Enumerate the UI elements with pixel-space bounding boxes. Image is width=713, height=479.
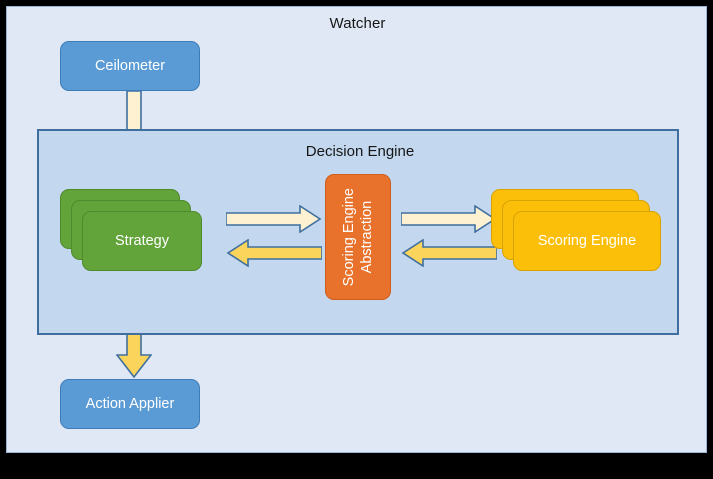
strategy-card-front[interactable] — [82, 211, 202, 271]
node-action-applier-label: Action Applier — [85, 395, 175, 412]
watcher-panel: Watcher Ceilometer Action Applier Decisi… — [6, 6, 707, 453]
node-ceilometer[interactable]: Ceilometer — [60, 41, 200, 91]
node-scoring-engine-abstraction-label: Scoring Engine Abstraction — [340, 187, 375, 287]
arrow-abstraction-to-scoring-engine — [401, 205, 497, 233]
node-ceilometer-label: Ceilometer — [94, 57, 166, 74]
node-scoring-engine-stack[interactable]: Scoring Engine — [491, 189, 661, 274]
node-strategy-label: Strategy — [115, 233, 169, 249]
node-scoring-engine-abstraction[interactable]: Scoring Engine Abstraction — [325, 174, 391, 300]
arrow-scoring-engine-to-abstraction — [401, 239, 497, 267]
scoring-engine-card-front[interactable] — [513, 211, 661, 271]
arrow-abstraction-to-strategy — [226, 239, 322, 267]
node-scoring-engine-label: Scoring Engine — [537, 233, 637, 249]
decision-engine-title: Decision Engine — [305, 143, 415, 160]
node-strategy-stack[interactable]: Strategy — [60, 189, 205, 274]
watcher-title: Watcher — [329, 15, 386, 32]
arrow-strategy-to-abstraction — [226, 205, 322, 233]
node-action-applier[interactable]: Action Applier — [60, 379, 200, 429]
